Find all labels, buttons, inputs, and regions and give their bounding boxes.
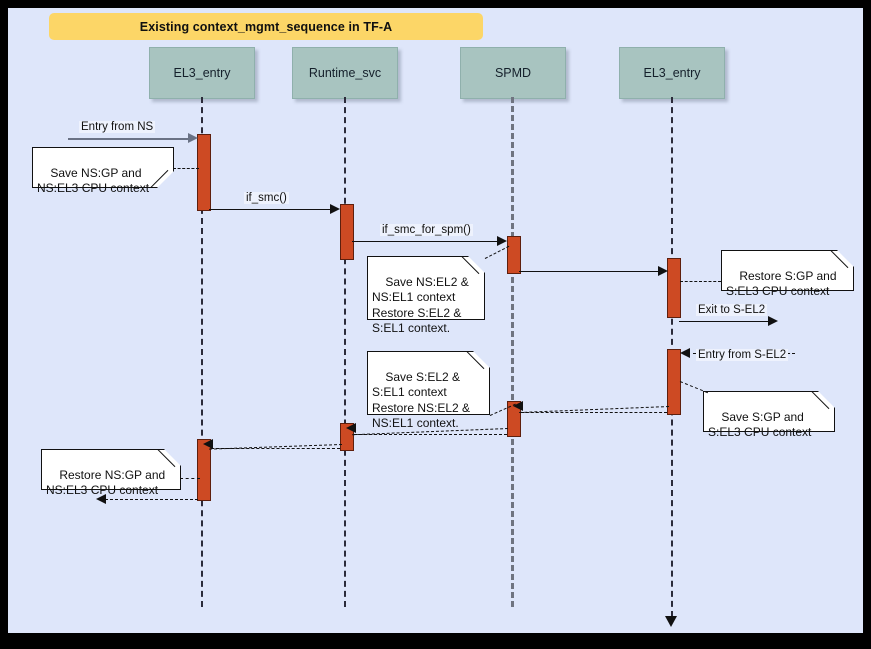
note-restore-ns-gp: Restore NS:GP and NS:EL3 CPU context xyxy=(41,449,181,497)
note-text: Save NS:GP and NS:EL3 CPU context xyxy=(37,165,150,196)
message-entry-from-ns-arrow-icon xyxy=(188,133,198,143)
note-text: Save S:EL2 & S:EL1 context Restore NS:EL… xyxy=(372,369,471,431)
note-text: Restore NS:GP and NS:EL3 CPU context xyxy=(46,467,166,498)
note-text: Save NS:EL2 & NS:EL1 context Restore S:E… xyxy=(372,274,469,336)
participant-label: EL3_entry xyxy=(173,66,231,80)
message-runtime-to-el3-return-line xyxy=(211,448,340,449)
diagram-title: Existing context_mgmt_sequence in TF-A xyxy=(139,19,393,34)
activation-bar-el3-entry-s-2 xyxy=(667,349,681,415)
note-save-ns-el2: Save NS:EL2 & NS:EL1 context Restore S:E… xyxy=(367,256,485,335)
note-link-restore-s-gp xyxy=(680,281,721,282)
message-runtime-to-el3-return-arrow-icon xyxy=(203,439,213,449)
participant-label: EL3_entry xyxy=(643,66,701,80)
participant-label: Runtime_svc xyxy=(308,66,382,80)
message-if-smc-line xyxy=(209,209,332,210)
message-entry-from-s-el2-arrow-icon xyxy=(680,348,690,358)
message-if-smc-label: if_smc() xyxy=(244,192,289,204)
note-save-s-gp: Save S:GP and S:EL3 CPU context xyxy=(703,391,835,439)
note-link-save-ns-gp xyxy=(173,168,199,169)
activation-bar-runtime-svc-1 xyxy=(340,204,354,260)
note-fold-line xyxy=(811,391,835,415)
note-text: Restore S:GP and S:EL3 CPU context xyxy=(726,268,837,299)
lifeline-el3-entry-ns xyxy=(201,97,203,607)
message-entry-from-ns-line xyxy=(68,138,190,140)
message-exit-to-s-el2-label: Exit to S-EL2 xyxy=(696,304,768,316)
participant-el3-entry-ns[interactable]: EL3_entry xyxy=(149,47,255,99)
message-spmd-to-el3-line xyxy=(519,271,660,272)
message-final-return-line xyxy=(105,499,198,500)
lifeline-runtime-svc xyxy=(344,97,346,607)
note-link-save-s-gp xyxy=(679,381,709,394)
participant-label: SPMD xyxy=(494,66,532,80)
message-el3-to-spmd-return-line xyxy=(521,412,667,413)
note-link-restore-ns-gp xyxy=(180,478,200,479)
note-fold-line xyxy=(466,351,490,375)
note-fold-line xyxy=(157,449,181,473)
message-if-smc-for-spm-line xyxy=(352,241,499,242)
message-if-smc-for-spm-label: if_smc_for_spm() xyxy=(380,224,473,236)
participant-spmd[interactable]: SPMD xyxy=(460,47,566,99)
note-fold-line xyxy=(830,250,854,274)
activation-bar-el3-entry-s-1 xyxy=(667,258,681,318)
activation-bar-spmd-1 xyxy=(507,236,521,274)
note-fold-line xyxy=(461,256,485,280)
note-save-ns-gp: Save NS:GP and NS:EL3 CPU context xyxy=(32,147,174,195)
message-spmd-to-el3-arrow-icon xyxy=(658,266,668,276)
message-exit-to-s-el2-line xyxy=(679,321,770,322)
note-text: Save S:GP and S:EL3 CPU context xyxy=(708,409,812,440)
message-el3-to-spmd-return-arrow-icon xyxy=(513,401,523,411)
note-link-save-ns-el2 xyxy=(484,245,510,259)
message-entry-from-s-el2-label: Entry from S-EL2 xyxy=(696,349,789,361)
message-spmd-to-runtime-return-arrow-icon xyxy=(346,423,356,433)
participant-runtime-svc[interactable]: Runtime_svc xyxy=(292,47,398,99)
message-final-return-arrow-icon xyxy=(96,494,106,504)
note-restore-s-gp: Restore S:GP and S:EL3 CPU context xyxy=(721,250,854,298)
message-if-smc-for-spm-arrow-icon xyxy=(497,236,507,246)
note-save-s-el2: Save S:EL2 & S:EL1 context Restore NS:EL… xyxy=(367,351,490,430)
diagram-canvas: Existing context_mgmt_sequence in TF-A E… xyxy=(8,8,863,633)
lifeline-end-arrow-icon xyxy=(665,616,677,627)
message-entry-from-ns-label: Entry from NS xyxy=(79,121,156,133)
lifeline-spmd xyxy=(511,97,514,607)
diagram-title-banner: Existing context_mgmt_sequence in TF-A xyxy=(49,13,483,40)
message-spmd-to-runtime-return-line xyxy=(354,434,507,435)
message-if-smc-arrow-icon xyxy=(330,204,340,214)
activation-bar-el3-entry-ns-1 xyxy=(197,134,211,211)
participant-el3-entry-s[interactable]: EL3_entry xyxy=(619,47,725,99)
message-exit-to-s-el2-arrow-icon xyxy=(768,316,778,326)
note-fold-line xyxy=(150,164,174,188)
